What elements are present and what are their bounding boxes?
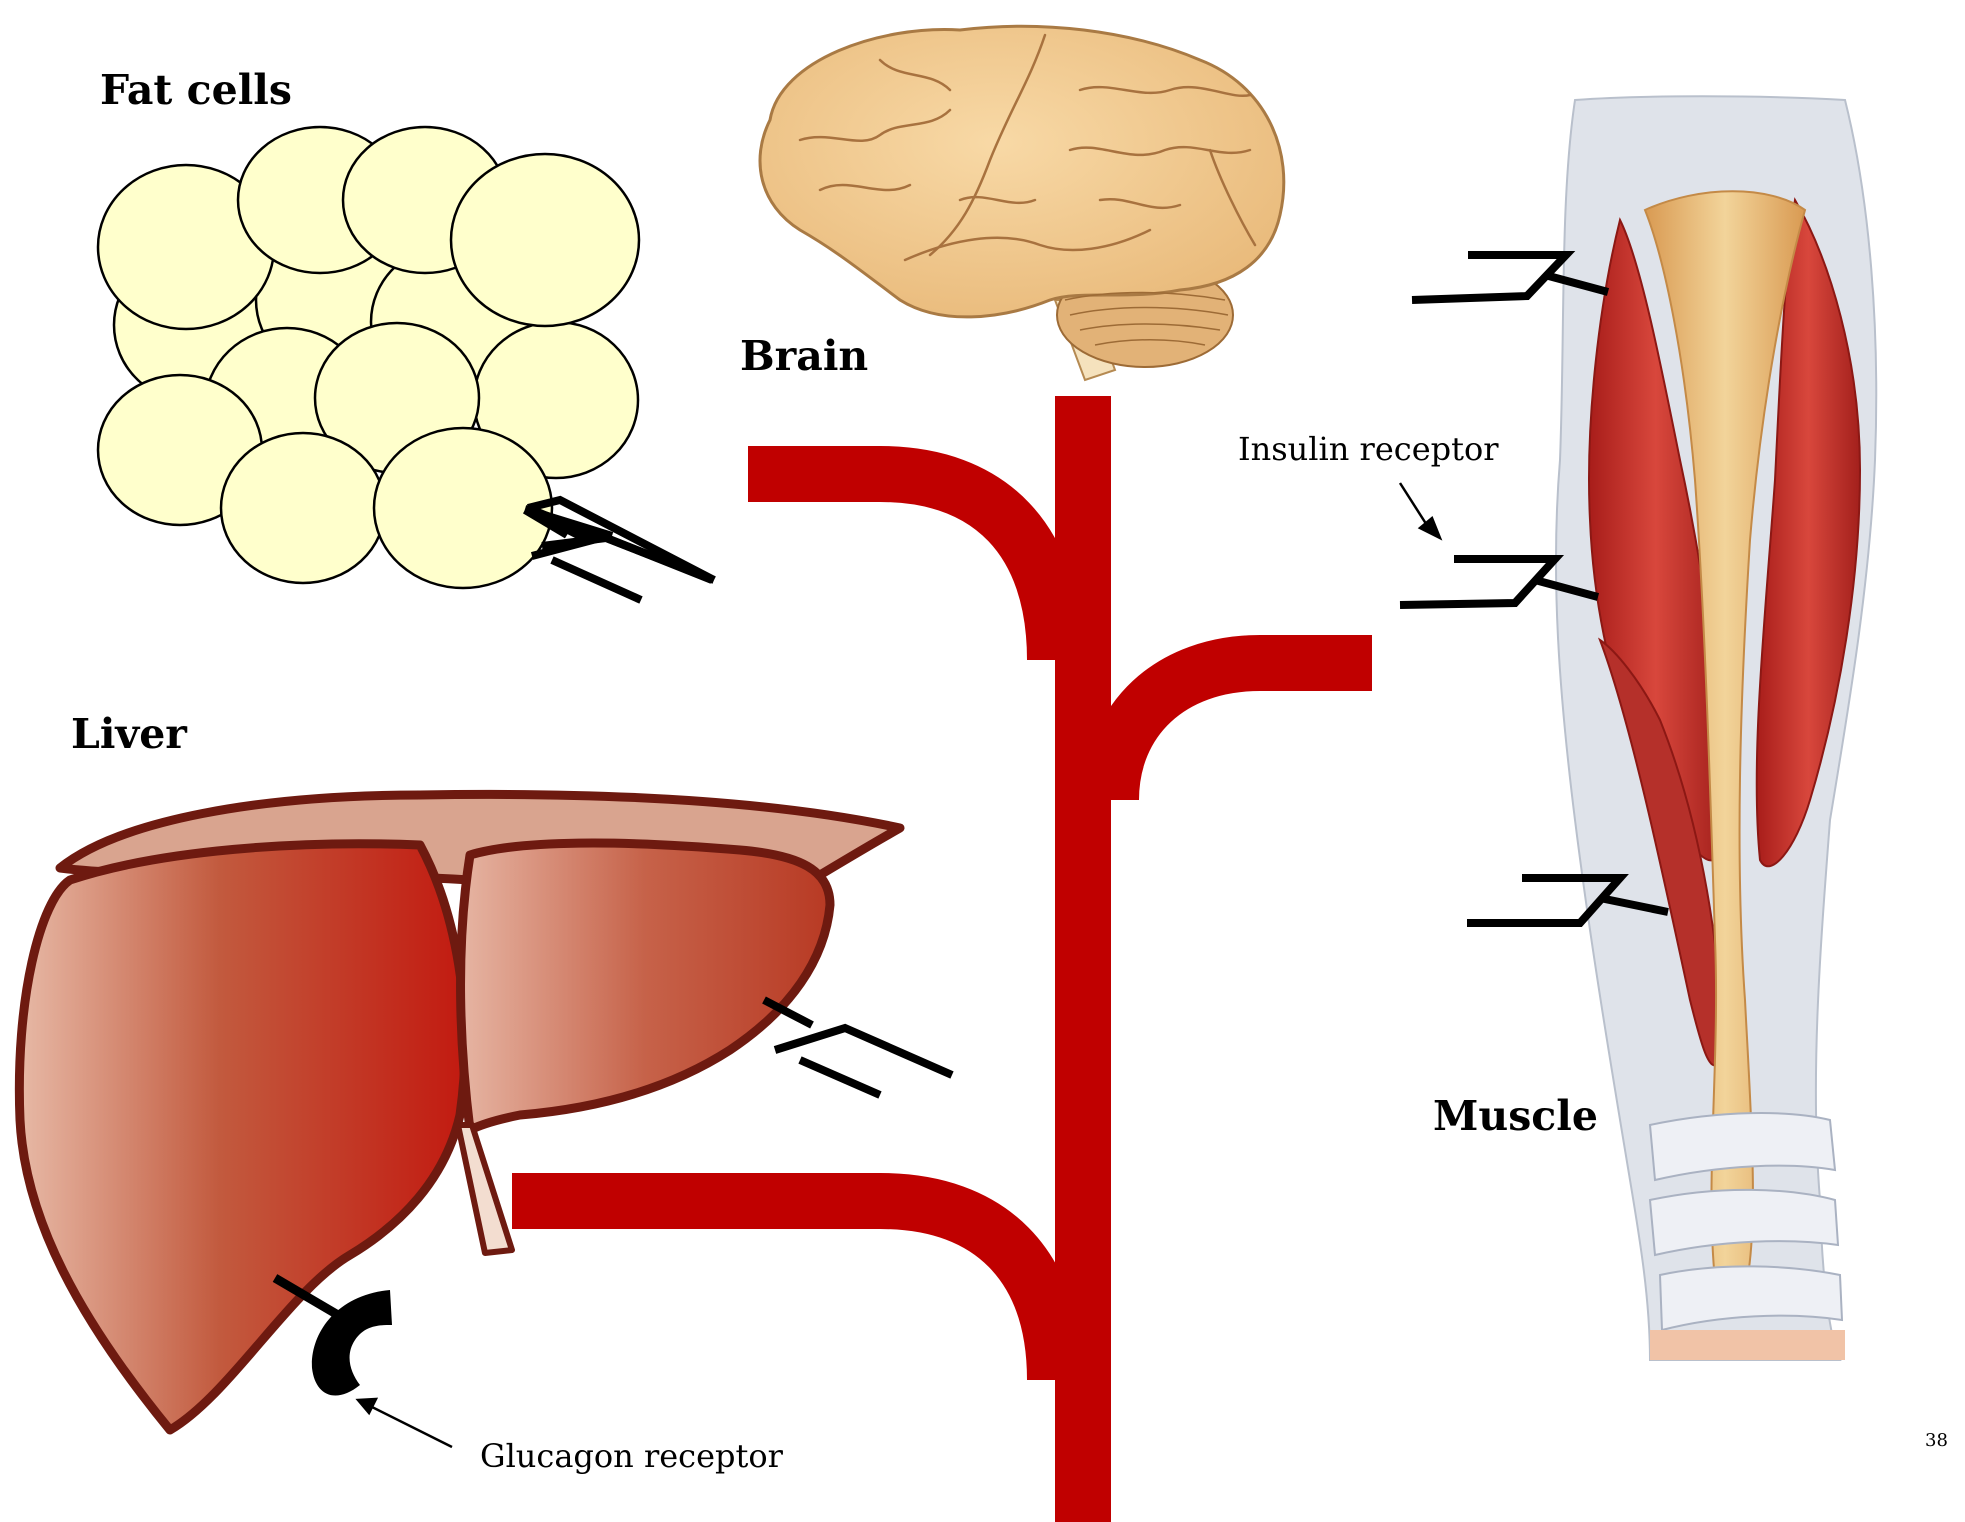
ankle-retinaculum: [1650, 1113, 1842, 1330]
liver-label: Liver: [71, 710, 187, 758]
insulin-receptor-fat-cell-clean: [525, 510, 712, 600]
brain-label: Brain: [740, 332, 868, 380]
brain-illustration: [760, 26, 1284, 380]
liver-right-lobe: [19, 844, 465, 1430]
muscle-illustration: [1556, 96, 1876, 1360]
page-number: 38: [1925, 1430, 1948, 1451]
vessel-branch-fat: [748, 474, 1055, 660]
liver-left-lobe: [461, 843, 830, 1130]
insulin-receptor-liver: [764, 1000, 952, 1095]
fat-cell: [221, 433, 385, 583]
brain-cerebrum: [760, 26, 1284, 317]
vessel-branch-liver: [512, 1201, 1055, 1380]
liver-ligament: [458, 1125, 512, 1253]
muscle-label: Muscle: [1433, 1092, 1598, 1140]
glucagon-receptor-label: Glucagon receptor: [480, 1437, 783, 1475]
fat-cell: [451, 154, 639, 326]
foot-edge: [1650, 1330, 1845, 1360]
fat-cells-label: Fat cells: [100, 66, 292, 114]
glucagon-receptor-arrow: [370, 1406, 452, 1447]
vessel-branch-muscle: [1111, 663, 1372, 800]
fat-cell: [374, 428, 552, 588]
insulin-receptor-label: Insulin receptor: [1238, 430, 1499, 468]
liver-illustration: [19, 794, 900, 1430]
glucagon-receptor-arrowhead: [358, 1399, 376, 1413]
